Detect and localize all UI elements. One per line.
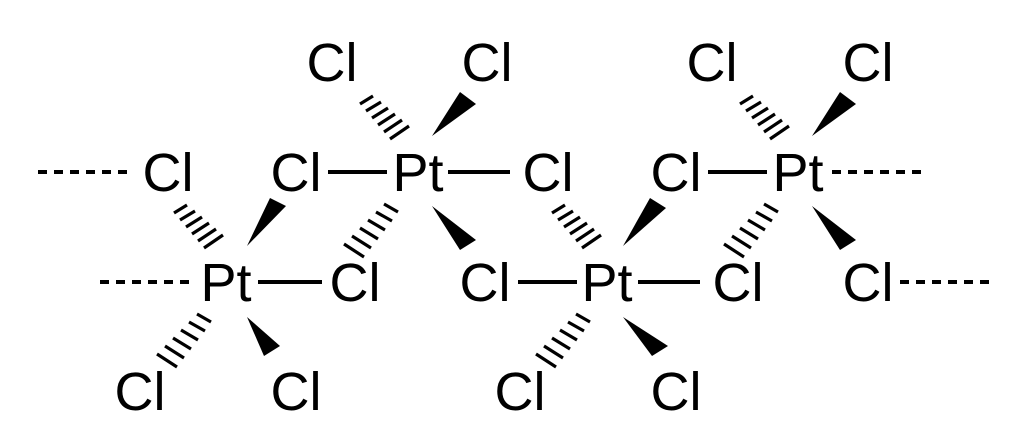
- cl-atom-12: Cl: [843, 253, 894, 313]
- wedge-pt2-cl-upper: [432, 92, 476, 136]
- cl-atom-8: Cl: [651, 143, 702, 203]
- cl-atom-10: Cl: [460, 253, 511, 313]
- cl-atom-16: Cl: [651, 362, 702, 422]
- pt-atom-2: Pt: [392, 143, 443, 203]
- hash-pt4-cl-lower: [723, 202, 779, 259]
- cl-atom-3: Cl: [687, 33, 738, 93]
- wedge-pt2-cl-lower: [432, 206, 476, 250]
- cl-atom-4: Cl: [843, 33, 894, 93]
- hash-pt1-cl-upper: [173, 203, 224, 250]
- cl-atom-2: Cl: [462, 33, 513, 93]
- wedge-pt1-cl-lower: [247, 317, 280, 356]
- cl-atom-13: Cl: [115, 362, 166, 422]
- pt-atom-4: Pt: [772, 143, 823, 203]
- cl-atom-11: Cl: [713, 253, 764, 313]
- hash-pt3-cl-lower: [535, 312, 591, 369]
- pt-atom-1: Pt: [200, 253, 251, 313]
- hash-pt4-cl-upper: [739, 94, 790, 141]
- cl-atom-9: Cl: [330, 253, 381, 313]
- wedge-pt4-cl-lower: [812, 206, 856, 250]
- wedge-pt1-cl-upper: [247, 198, 286, 246]
- wedge-pt3-cl-upper: [623, 198, 666, 246]
- bonds: [38, 92, 992, 369]
- cl-atom-7: Cl: [523, 143, 574, 203]
- wedge-pt4-cl-upper: [812, 92, 856, 136]
- atom-labels: Pt Pt Pt Pt Cl Cl Cl Cl Cl Cl Cl Cl Cl C…: [115, 33, 894, 422]
- hash-pt3-cl-upper: [551, 203, 602, 250]
- cl-atom-1: Cl: [307, 33, 358, 93]
- hash-pt2-cl-upper: [359, 94, 410, 141]
- hash-pt2-cl-lower: [343, 202, 399, 259]
- cl-atom-14: Cl: [271, 362, 322, 422]
- wedge-pt3-cl-lower: [623, 317, 668, 356]
- cl-atom-15: Cl: [495, 362, 546, 422]
- cl-atom-6: Cl: [271, 143, 322, 203]
- pt-atom-3: Pt: [581, 253, 632, 313]
- hash-pt1-cl-lower: [156, 312, 212, 369]
- cl-atom-5: Cl: [143, 143, 194, 203]
